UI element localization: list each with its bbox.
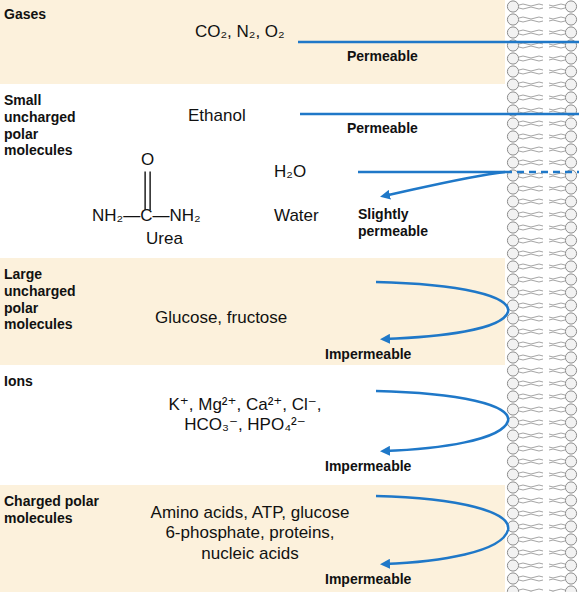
permeability-band: Charged polar molecules Amino acids, ATP,…	[0, 485, 579, 592]
permeability-band: IonsK⁺, Mg²⁺, Ca²⁺, Cl⁻, HCO₃⁻, HPO₄²⁻ Im…	[0, 365, 579, 485]
band-label: Slightly permeable	[358, 206, 458, 240]
band-label: Permeable	[347, 48, 418, 65]
permeability-band: Large uncharged polar moleculesGlucose, …	[0, 258, 579, 365]
molecule-label: Urea	[146, 229, 183, 249]
molecule-label: H₂O	[274, 162, 306, 182]
band-label: Impermeable	[325, 458, 411, 475]
band-label: Permeable	[347, 120, 418, 137]
molecule-label: Water	[274, 206, 319, 226]
band-label: Impermeable	[325, 571, 411, 588]
band-label: Gases	[4, 6, 46, 23]
band-label: Impermeable	[325, 346, 411, 363]
molecule-label: Amino acids, ATP, glucose 6-phosphate, p…	[145, 503, 355, 564]
molecule-label: Glucose, fructose	[155, 308, 287, 328]
molecule-label: O	[141, 150, 154, 170]
band-label: Small uncharged polar molecules	[4, 92, 100, 159]
double-bond	[144, 171, 145, 210]
molecule-label: CO₂, N₂, O₂	[195, 22, 285, 42]
band-label: Charged polar molecules	[4, 493, 100, 527]
band-label: Large uncharged polar molecules	[4, 266, 100, 333]
band-label: Ions	[4, 373, 100, 390]
molecule-label: NH₂—C—NH₂	[92, 206, 201, 226]
double-bond	[149, 171, 150, 210]
molecule-label: K⁺, Mg²⁺, Ca²⁺, Cl⁻, HCO₃⁻, HPO₄²⁻	[140, 395, 350, 436]
molecule-label: Ethanol	[188, 106, 246, 126]
